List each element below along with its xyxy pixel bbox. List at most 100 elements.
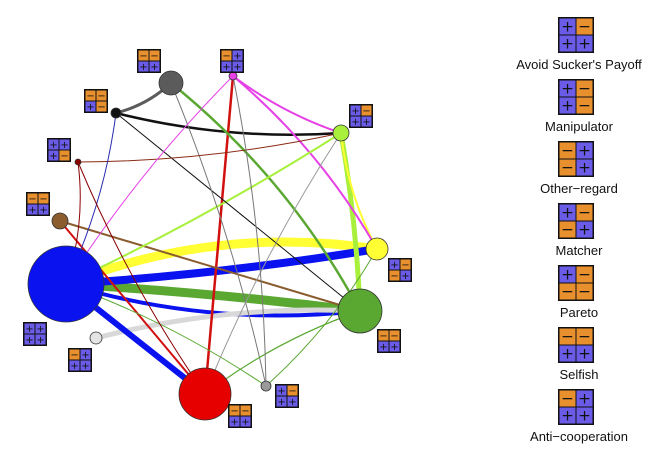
badge-sign: + (351, 106, 359, 117)
legend-label: Matcher (556, 243, 604, 258)
badge-sign: + (561, 345, 574, 363)
badge-sign: − (97, 91, 105, 102)
badge-sign: − (28, 194, 36, 205)
network-edge (59, 220, 206, 395)
sign-matrix-badge: +−+− (558, 79, 594, 115)
sign-matrix-badge: ++++ (23, 322, 47, 346)
badge-cell (80, 360, 91, 371)
edge-layer (59, 74, 382, 397)
badge-cell (276, 396, 287, 407)
badge-sign: + (561, 204, 574, 222)
badge-cell (69, 349, 80, 360)
network-node-darkgray (158, 70, 184, 96)
badge-cell (361, 105, 372, 116)
sign-matrix-badge: −−++ (26, 192, 50, 216)
badge-sign: + (25, 335, 33, 346)
badge-sign: + (351, 117, 359, 128)
badge-cell (221, 61, 232, 72)
badge-cell (138, 61, 149, 72)
badge-cell (559, 35, 576, 52)
badge-cell (559, 159, 576, 176)
badge-cell (559, 266, 576, 283)
network-node-magenta (228, 71, 238, 81)
badge-cell (69, 360, 80, 371)
badge-sign: − (578, 283, 591, 301)
badge-cell (350, 116, 361, 127)
network-node-lime (332, 124, 350, 142)
badge-cell (400, 270, 411, 281)
sign-matrix-badge: +−−+ (558, 203, 594, 239)
badge-cell (389, 259, 400, 270)
sign-matrix-badge: −−++ (377, 329, 401, 353)
badge-sign: − (561, 283, 574, 301)
badge-sign: + (561, 407, 574, 425)
badge-sign: + (86, 102, 94, 113)
badge-cell (240, 416, 251, 427)
legend-label: Manipulator (545, 119, 614, 134)
sign-matrix-badge: +−++ (275, 384, 299, 408)
badge-cell (48, 139, 59, 150)
network-edge (77, 161, 206, 395)
badge-cell (576, 283, 593, 300)
badge-cell (24, 334, 35, 345)
badge-cell (400, 259, 411, 270)
legend-label: Other−regard (540, 181, 618, 196)
network-edge (265, 248, 378, 387)
badge-cell (576, 328, 593, 345)
network-node-blue (27, 245, 105, 323)
badge-sign: + (578, 159, 591, 177)
badge-sign: + (25, 324, 33, 335)
badge-sign: + (36, 335, 44, 346)
badge-cell (378, 330, 389, 341)
badge-sign: + (70, 361, 78, 372)
badge-sign: + (222, 62, 230, 73)
badge-sign: − (362, 106, 370, 117)
network-node-red (178, 367, 232, 421)
badge-sign: − (401, 260, 409, 271)
node-layer (27, 70, 389, 421)
badge-sign: − (150, 51, 158, 62)
badge-sign: + (233, 51, 241, 62)
badge-sign: + (390, 342, 398, 353)
badge-cell (350, 105, 361, 116)
sign-matrix-badge: −−++ (228, 404, 252, 428)
badge-sign: − (578, 328, 591, 346)
badge-cell (559, 328, 576, 345)
badge-cell (149, 61, 160, 72)
badge-sign: + (150, 62, 158, 73)
sign-matrix-badge: +−++ (558, 17, 594, 53)
badge-sign: + (390, 260, 398, 271)
network-edge (232, 75, 378, 250)
badge-cell (27, 193, 38, 204)
badge-sign: − (578, 97, 591, 115)
badge-cell (240, 405, 251, 416)
badge-sign: + (288, 397, 296, 408)
badge-sign: − (222, 51, 230, 62)
badge-cell (389, 341, 400, 352)
badge-cell (229, 405, 240, 416)
legend-label: Selfish (559, 367, 598, 382)
badge-cell (576, 35, 593, 52)
badge-cell (389, 330, 400, 341)
badge-cell (229, 416, 240, 427)
badge-sign: − (578, 204, 591, 222)
network-edge (203, 74, 235, 396)
network-node-brown (51, 212, 69, 230)
badge-sign: + (561, 80, 574, 98)
badge-sign: − (97, 102, 105, 113)
badge-sign: + (49, 151, 57, 162)
badge-cell (576, 159, 593, 176)
badge-cell (38, 204, 49, 215)
badge-sign: + (578, 407, 591, 425)
badge-sign: − (578, 266, 591, 284)
badge-sign: − (561, 142, 574, 160)
network-node-green (337, 288, 383, 334)
badge-sign: + (241, 417, 249, 428)
badge-sign: − (379, 331, 387, 342)
badge-cell (559, 407, 576, 424)
badge-sign: − (390, 271, 398, 282)
legend-label: Avoid Sucker's Payoff (516, 57, 642, 72)
badge-cell (576, 390, 593, 407)
sign-matrix-badge: +++− (47, 138, 71, 162)
